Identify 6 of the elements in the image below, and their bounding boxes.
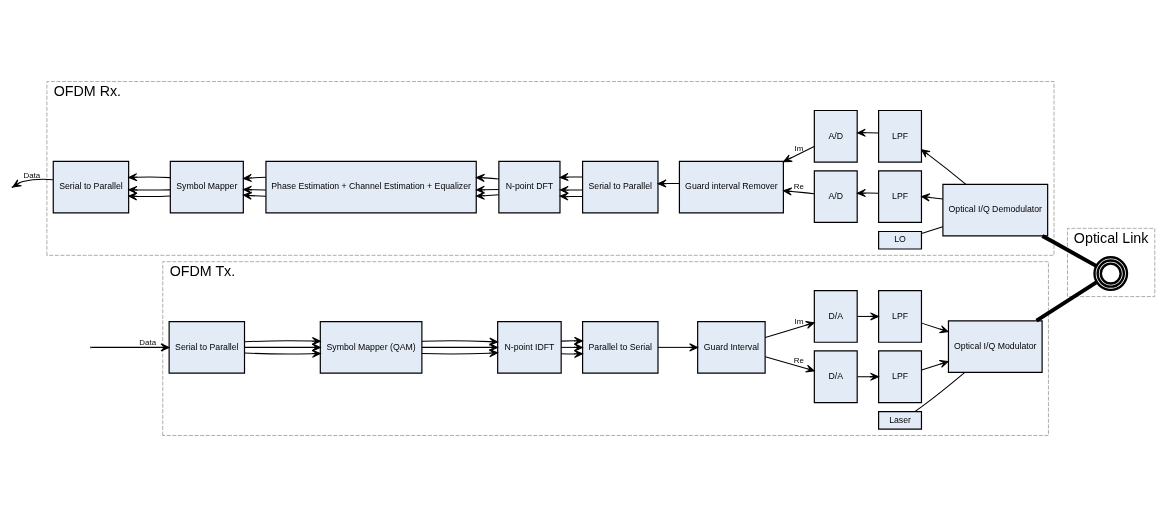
edge-label: Im: [794, 317, 804, 327]
edge-label: Data: [139, 338, 157, 347]
edge-label: Im: [794, 143, 804, 153]
edge-label: Re: [793, 182, 804, 192]
edge-label: Data: [23, 170, 41, 180]
edge-label: Re: [793, 356, 804, 366]
